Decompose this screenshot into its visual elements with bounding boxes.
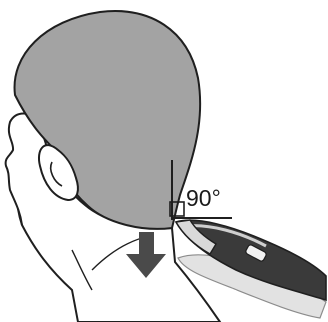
angle-label: 90°: [186, 185, 221, 211]
